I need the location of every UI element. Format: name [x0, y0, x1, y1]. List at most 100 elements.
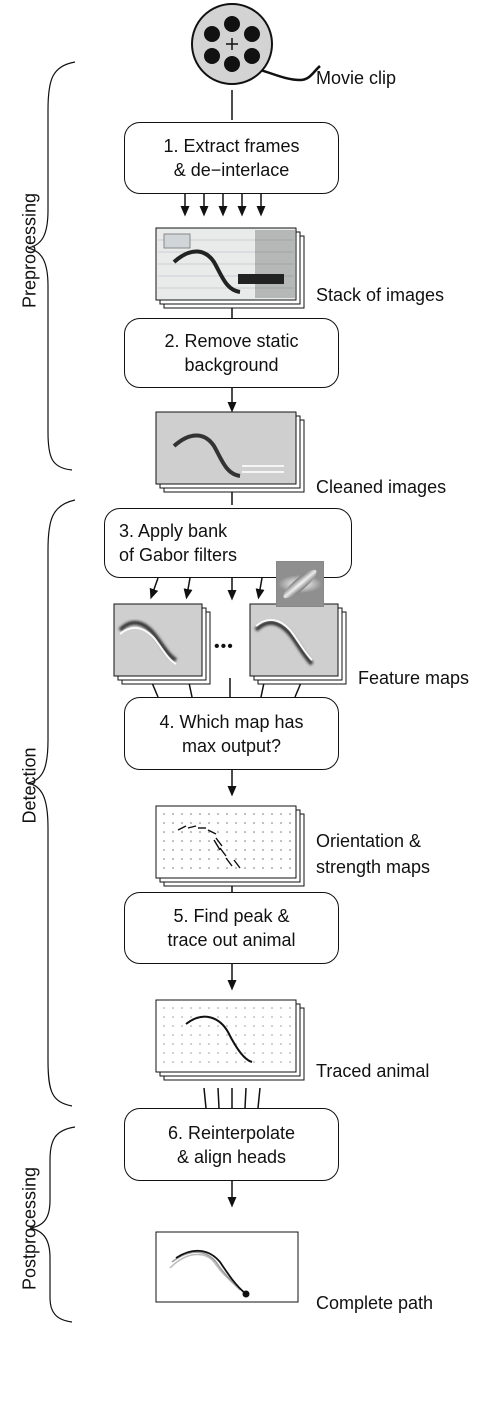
grid-dot — [181, 849, 183, 851]
grid-dot — [253, 822, 255, 824]
grid-dot — [280, 1034, 282, 1036]
gabor-filter-icon — [276, 561, 324, 607]
grid-dot — [181, 1034, 183, 1036]
grid-dot — [253, 867, 255, 869]
grid-dot — [226, 822, 228, 824]
grid-dot — [181, 867, 183, 869]
grid-dot — [181, 831, 183, 833]
grid-dot — [271, 858, 273, 860]
grid-dot — [217, 1052, 219, 1054]
grid-dot — [208, 867, 210, 869]
step-5-box: 5. Find peak & trace out animal — [124, 892, 339, 964]
grid-dot — [190, 1016, 192, 1018]
grid-dot — [163, 1016, 165, 1018]
grid-dot — [163, 813, 165, 815]
grid-dot — [253, 849, 255, 851]
grid-dot — [289, 1007, 291, 1009]
detection-brace — [27, 499, 76, 1107]
grid-dot — [271, 1025, 273, 1027]
postprocessing-stage-label: Postprocessing — [19, 1166, 40, 1291]
grid-dot — [190, 858, 192, 860]
movie-clip-label: Movie clip — [316, 68, 397, 88]
grid-dot — [271, 813, 273, 815]
step-2-line-1: 2. Remove static — [164, 331, 299, 351]
grid-dot — [163, 840, 165, 842]
grid-dot — [181, 1025, 183, 1027]
grid-dot — [199, 1043, 201, 1045]
grid-dot — [289, 831, 291, 833]
grid-dot — [208, 849, 210, 851]
step-1-line-1: 1. Extract frames — [163, 136, 300, 156]
grid-dot — [208, 831, 210, 833]
grid-dot — [217, 849, 219, 851]
grid-dot — [280, 867, 282, 869]
grid-dot — [271, 840, 273, 842]
ellipsis: ••• — [214, 638, 234, 655]
grid-dot — [226, 1043, 228, 1045]
grid-dot — [217, 1043, 219, 1045]
grid-dot — [181, 813, 183, 815]
grid-dot — [190, 849, 192, 851]
grid-dot — [253, 1043, 255, 1045]
grid-dot — [226, 1007, 228, 1009]
grid-dot — [280, 822, 282, 824]
grid-dot — [289, 813, 291, 815]
grid-dot — [289, 1043, 291, 1045]
grid-dot — [289, 822, 291, 824]
grid-dot — [289, 1034, 291, 1036]
grid-dot — [172, 831, 174, 833]
grid-dot — [244, 1016, 246, 1018]
preprocessing-stage-label: Preprocessing — [19, 192, 40, 309]
grid-dot — [262, 1061, 264, 1063]
grid-dot — [163, 822, 165, 824]
grid-dot — [172, 840, 174, 842]
grid-dot — [271, 1034, 273, 1036]
grid-dot — [244, 1025, 246, 1027]
grid-dot — [172, 822, 174, 824]
grid-dot — [172, 858, 174, 860]
grid-dot — [199, 858, 201, 860]
grid-dot — [280, 1061, 282, 1063]
grid-dot — [208, 822, 210, 824]
grid-dot — [190, 1052, 192, 1054]
grid-dot — [280, 858, 282, 860]
step-3-line-1: 3. Apply bank — [119, 521, 228, 541]
grid-dot — [262, 831, 264, 833]
grid-dot — [226, 849, 228, 851]
grid-dot — [199, 840, 201, 842]
grid-dot — [181, 1043, 183, 1045]
grid-dot — [235, 831, 237, 833]
grid-dot — [199, 1034, 201, 1036]
grid-dot — [271, 831, 273, 833]
stack-of-images-thumb — [155, 227, 305, 309]
grid-dot — [163, 1061, 165, 1063]
step-4-line-1: 4. Which map has — [159, 711, 304, 732]
grid-dot — [271, 822, 273, 824]
grid-dot — [163, 831, 165, 833]
grid-dot — [208, 1034, 210, 1036]
grid-dot — [208, 813, 210, 815]
grid-dot — [163, 1034, 165, 1036]
grid-dot — [172, 813, 174, 815]
grid-dot — [271, 1007, 273, 1009]
grid-dot — [226, 1016, 228, 1018]
grid-dot — [217, 822, 219, 824]
grid-dot — [280, 1025, 282, 1027]
cleaned-images-thumb — [155, 411, 305, 493]
grid-dot — [289, 849, 291, 851]
grid-dot — [244, 849, 246, 851]
grid-dot — [226, 1052, 228, 1054]
grid-dot — [271, 849, 273, 851]
grid-dot — [280, 1016, 282, 1018]
cleaned-images-label: Cleaned images — [316, 477, 447, 497]
grid-dot — [244, 822, 246, 824]
grid-dot — [190, 1061, 192, 1063]
grid-dot — [262, 822, 264, 824]
orientation-map-thumb — [155, 805, 305, 887]
grid-dot — [280, 849, 282, 851]
grid-dot — [253, 1052, 255, 1054]
grid-dot — [190, 1025, 192, 1027]
grid-dot — [226, 840, 228, 842]
grid-dot — [181, 1016, 183, 1018]
grid-dot — [235, 822, 237, 824]
